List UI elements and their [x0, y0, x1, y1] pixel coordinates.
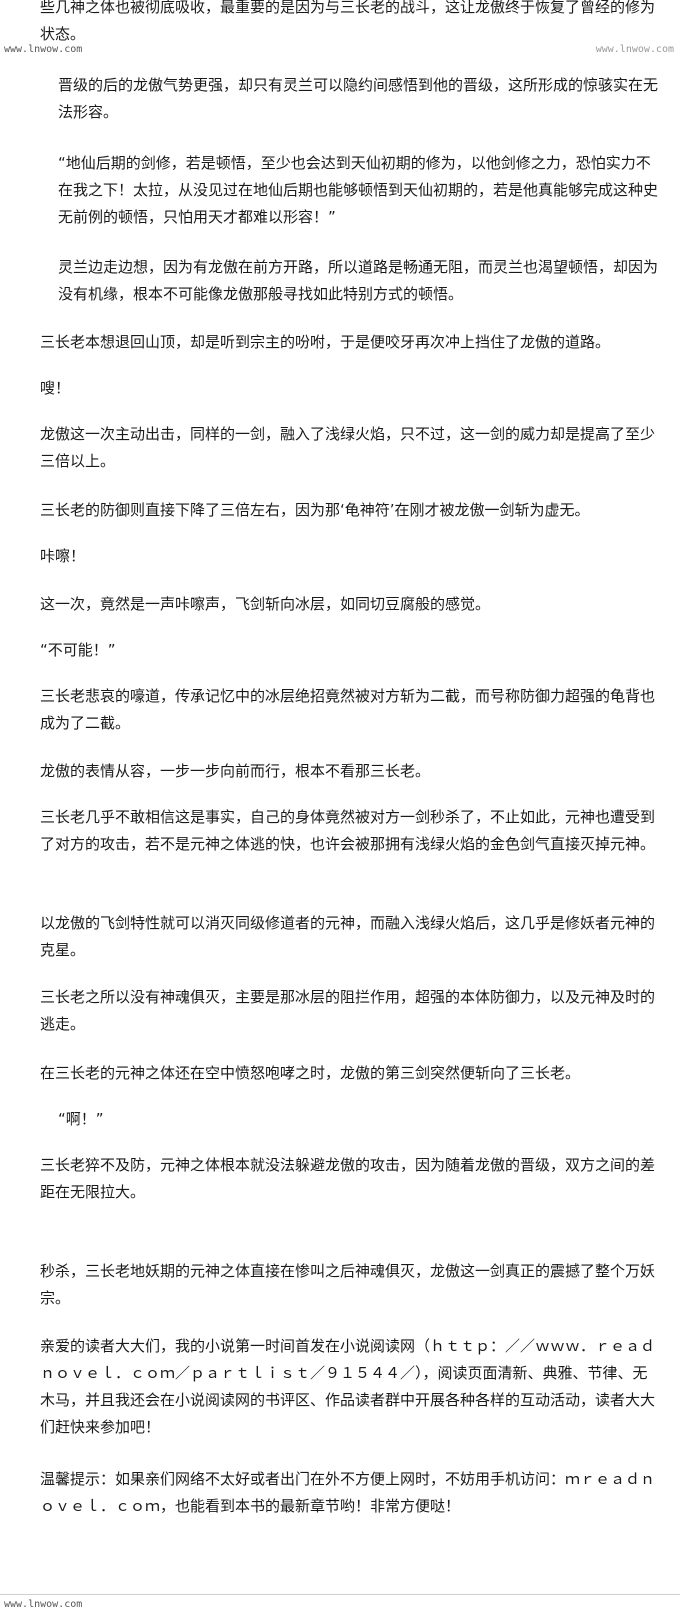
paragraph: “不可能！”	[40, 641, 116, 659]
paragraph: 三长老的防御则直接下降了三倍左右，因为那‘龟神符’在刚才被龙傲一剑斩为虚无。	[40, 501, 590, 519]
paragraph: 在三长老的元神之体还在空中愤怒咆哮之时，龙傲的第三剑突然便斩向了三长老。	[40, 1064, 581, 1082]
paragraph: 三长老本想退回山顶，却是听到宗主的吩咐，于是便咬牙再次冲上挡住了龙傲的道路。	[40, 333, 611, 351]
paragraph: 龙傲这一次主动出击，同样的一剑，融入了浅绿火焰，只不过，这一剑的威力却是提高了至…	[40, 425, 656, 470]
paragraph: 三长老悲哀的嚎道，传承记忆中的冰层绝招竟然被对方斩为二截，而号称防御力超强的龟背…	[40, 687, 656, 732]
paragraph: 三长老几乎不敢相信这是事实，自己的身体竟然被对方一剑秒杀了，不止如此，元神也遭受…	[40, 808, 656, 853]
watermark: www.lnwow.com	[595, 44, 674, 55]
footer-divider	[0, 1594, 680, 1595]
paragraph: 温馨提示：如果亲们网络不太好或者出门在外不方便上网时，不妨用手机访问：ｍｒｅａｄ…	[40, 1470, 656, 1515]
paragraph: 亲爱的读者大大们，我的小说第一时间首发在小说阅读网（ｈｔｔｐ：／／ｗｗｗ．ｒｅａ…	[40, 1337, 656, 1436]
paragraph: “地仙后期的剑修，若是顿悟，至少也会达到天仙初期的修为，以他剑修之力，恐怕实力不…	[58, 154, 659, 226]
paragraph: 以龙傲的飞剑特性就可以消灭同级修道者的元神，而融入浅绿火焰后，这几乎是修妖者元神…	[40, 914, 656, 959]
paragraph: 咔嚓！	[40, 547, 86, 565]
paragraph: 这一次，竟然是一声咔嚓声，飞剑斩向冰层，如同切豆腐般的感觉。	[40, 595, 491, 613]
paragraph: 嗖！	[40, 379, 71, 397]
paragraph: 秒杀，三长老地妖期的元神之体直接在惨叫之后神魂俱灭，龙傲这一剑真正的震撼了整个万…	[40, 1262, 656, 1307]
watermark: www.lnwow.com	[4, 1599, 83, 1610]
paragraph: 灵兰边走边想，因为有龙傲在前方开路，所以道路是畅通无阻，而灵兰也渴望顿悟，却因为…	[58, 258, 659, 303]
paragraph: 晋级的后的龙傲气势更强，却只有灵兰可以隐约间感悟到他的晋级，这所形成的惊骇实在无…	[58, 76, 659, 121]
paragraph: 龙傲的表情从容，一步一步向前而行，根本不看那三长老。	[40, 762, 431, 780]
paragraph: 三长老之所以没有神魂俱灭，主要是那冰层的阻拦作用，超强的本体防御力，以及元神及时…	[40, 988, 656, 1033]
paragraph: 三长老猝不及防，元神之体根本就没法躲避龙傲的攻击，因为随着龙傲的晋级，双方之间的…	[40, 1156, 656, 1201]
watermark: www.lnwow.com	[4, 44, 83, 55]
paragraph: “啊！”	[58, 1110, 104, 1128]
paragraph: 些几神之体也被彻底吸收，最重要的是因为与三长老的战斗，这让龙傲终于恢复了曾经的修…	[40, 0, 656, 43]
